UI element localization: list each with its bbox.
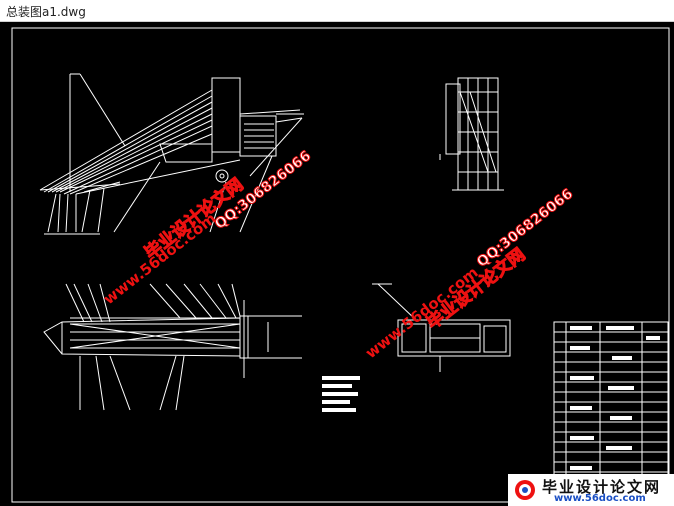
side-view [39, 73, 304, 235]
drawing-canvas[interactable]: www.56doc.com 毕业设计论文网 QQ:306826066 www.5… [0, 22, 674, 506]
annotation-blocks [322, 326, 662, 480]
top-view [372, 283, 511, 372]
title-bar: 总装图a1.dwg [0, 0, 674, 22]
logo-text: 毕业设计论文网 [542, 478, 662, 496]
front-view [439, 77, 504, 191]
logo-url: www.56doc.com [554, 493, 646, 504]
window-title: 总装图a1.dwg [6, 5, 86, 19]
site-logo: 毕业设计论文网 www.56doc.com [508, 474, 674, 506]
plan-view [43, 283, 302, 411]
drawing-border [11, 27, 670, 503]
logo-icon [515, 480, 535, 500]
cad-drawing [11, 27, 670, 503]
parts-list-table [553, 321, 669, 499]
